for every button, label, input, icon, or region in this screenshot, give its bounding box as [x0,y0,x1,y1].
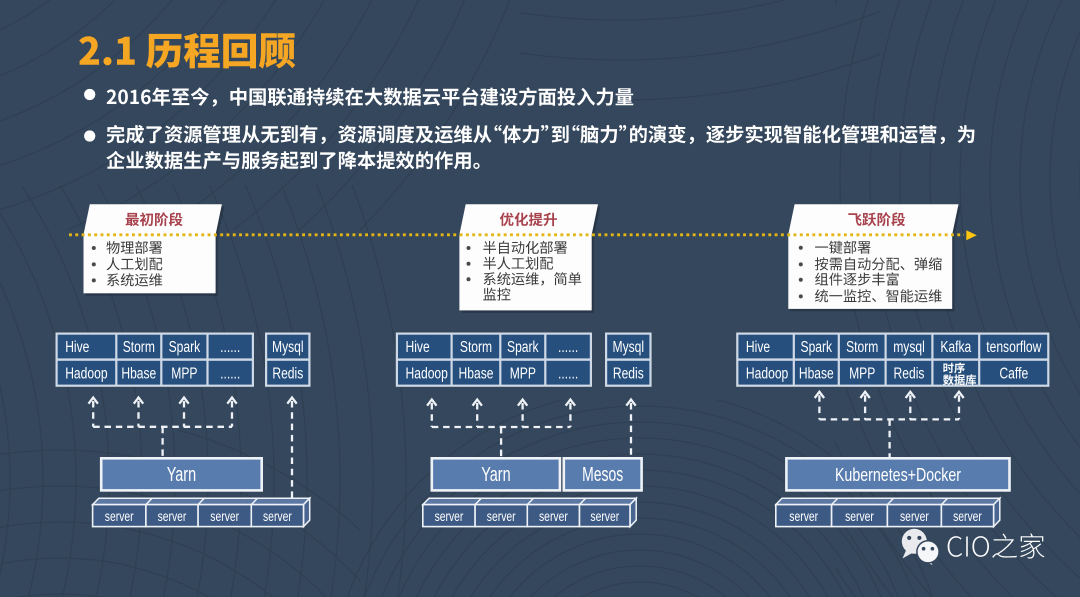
svg-text:Kubernetes+Docker: Kubernetes+Docker [835,465,961,485]
svg-text:Mesos: Mesos [582,463,623,486]
svg-text:Redis: Redis [613,365,644,382]
svg-text:server: server [845,508,874,524]
svg-text:server: server [263,508,292,524]
svg-text:Spark: Spark [801,339,833,356]
svg-text:Mysql: Mysql [613,339,645,356]
svg-text:Hadoop: Hadoop [65,365,107,382]
svg-text:Hadoop: Hadoop [406,365,448,382]
svg-text:mysql: mysql [893,339,925,356]
svg-text:......: ...... [220,365,240,382]
svg-text:server: server [435,508,464,524]
svg-text:......: ...... [558,339,578,356]
svg-text:MPP: MPP [510,365,536,382]
svg-text:tensorflow: tensorflow [986,339,1042,356]
svg-text:MPP: MPP [849,365,875,382]
svg-text:Mysql: Mysql [272,339,304,356]
svg-text:Hbase: Hbase [459,365,494,382]
svg-text:......: ...... [220,339,240,356]
svg-text:server: server [105,508,134,524]
svg-text:Kafka: Kafka [940,339,971,356]
svg-text:Redis: Redis [894,365,925,382]
svg-text:Hive: Hive [65,339,89,356]
svg-text:Redis: Redis [272,365,303,382]
svg-text:Storm: Storm [123,339,155,356]
svg-text:server: server [900,508,929,524]
svg-text:Hbase: Hbase [121,365,156,382]
svg-text:server: server [789,508,818,524]
svg-text:MPP: MPP [171,365,197,382]
svg-text:......: ...... [558,365,578,382]
svg-text:Hive: Hive [746,339,770,356]
svg-text:Yarn: Yarn [167,463,196,486]
svg-text:Hive: Hive [406,339,430,356]
svg-text:server: server [539,508,568,524]
svg-text:Spark: Spark [169,339,201,356]
svg-text:Hadoop: Hadoop [746,365,788,382]
svg-text:Caffe: Caffe [999,365,1028,382]
svg-text:Storm: Storm [460,339,492,356]
svg-text:server: server [210,508,239,524]
svg-text:Spark: Spark [507,339,539,356]
svg-text:server: server [953,508,982,524]
svg-text:server: server [590,508,619,524]
svg-text:Yarn: Yarn [481,463,510,486]
svg-text:Hbase: Hbase [799,365,834,382]
svg-text:Storm: Storm [846,339,878,356]
svg-text:server: server [158,508,187,524]
svg-text:server: server [487,508,516,524]
